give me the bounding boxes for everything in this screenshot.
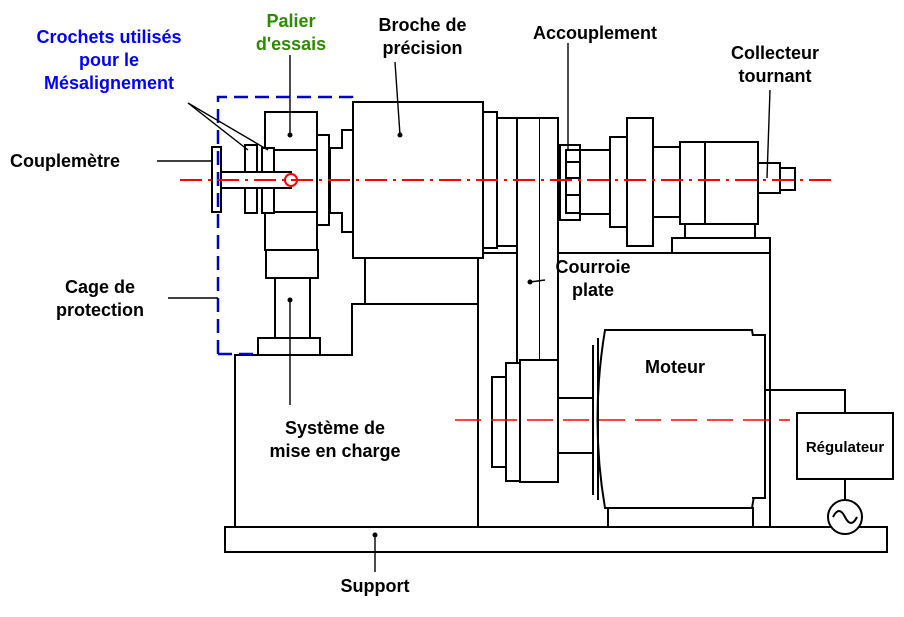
regulator-box xyxy=(796,412,894,480)
label-courroie-line2: plate xyxy=(571,280,614,300)
label-systeme-line1: Système de xyxy=(284,418,386,438)
label-collecteur: Collecteur tournant xyxy=(715,42,835,88)
spindle-pulley xyxy=(496,117,518,247)
label-couplemetre-line1: Couplemètre xyxy=(10,151,121,171)
label-cage: Cage de protection xyxy=(35,276,165,322)
loading-column xyxy=(274,277,311,339)
protection-cage xyxy=(216,95,354,354)
label-palier: Palier d'essais xyxy=(246,10,336,56)
label-cage-line2: protection xyxy=(56,300,144,320)
label-accouplement: Accouplement xyxy=(510,22,680,45)
label-systeme: Système de mise en charge xyxy=(255,417,415,463)
label-collecteur-line2: tournant xyxy=(738,66,812,86)
label-collecteur-line1: Collecteur xyxy=(730,43,820,63)
motor-pulley xyxy=(491,376,507,468)
label-support: Support xyxy=(325,575,425,598)
intermediate-disc xyxy=(626,117,654,247)
slip-ring-housing xyxy=(679,141,759,225)
label-cage-line1: Cage de xyxy=(64,277,136,297)
label-moteur-line1: Moteur xyxy=(645,357,705,377)
label-crochets: Crochets utilisés pour le Mésalignement xyxy=(5,26,213,95)
loading-base xyxy=(257,337,321,356)
support-base xyxy=(224,526,888,553)
loading-collar xyxy=(265,249,319,279)
label-crochets-line1: Crochets utilisés xyxy=(36,27,182,47)
label-palier-line2: d'essais xyxy=(255,34,327,54)
label-regulateur-line1: Régulateur xyxy=(805,439,885,456)
slip-ring xyxy=(757,162,781,194)
label-accouplement-line1: Accouplement xyxy=(532,23,658,43)
label-support-line1: Support xyxy=(340,576,410,596)
label-crochets-line3: Mésalignement xyxy=(43,73,175,93)
motor-flange xyxy=(557,397,594,454)
label-crochets-line2: pour le xyxy=(78,50,139,70)
label-broche: Broche de précision xyxy=(360,14,485,60)
motor-foot xyxy=(607,507,754,528)
label-broche-line1: Broche de xyxy=(378,15,467,35)
label-courroie-line1: Courroie xyxy=(555,257,631,277)
label-regulateur: Régulateur xyxy=(798,436,892,459)
spindle-pedestal xyxy=(364,257,479,305)
label-couplemetre: Couplemètre xyxy=(10,150,155,173)
label-courroie: Courroie plate xyxy=(543,256,643,302)
label-systeme-line2: mise en charge xyxy=(269,441,401,461)
label-moteur: Moteur xyxy=(625,356,725,379)
label-palier-line1: Palier xyxy=(266,11,316,31)
label-broche-line2: précision xyxy=(382,38,463,58)
sine-wave-icon xyxy=(832,510,858,524)
